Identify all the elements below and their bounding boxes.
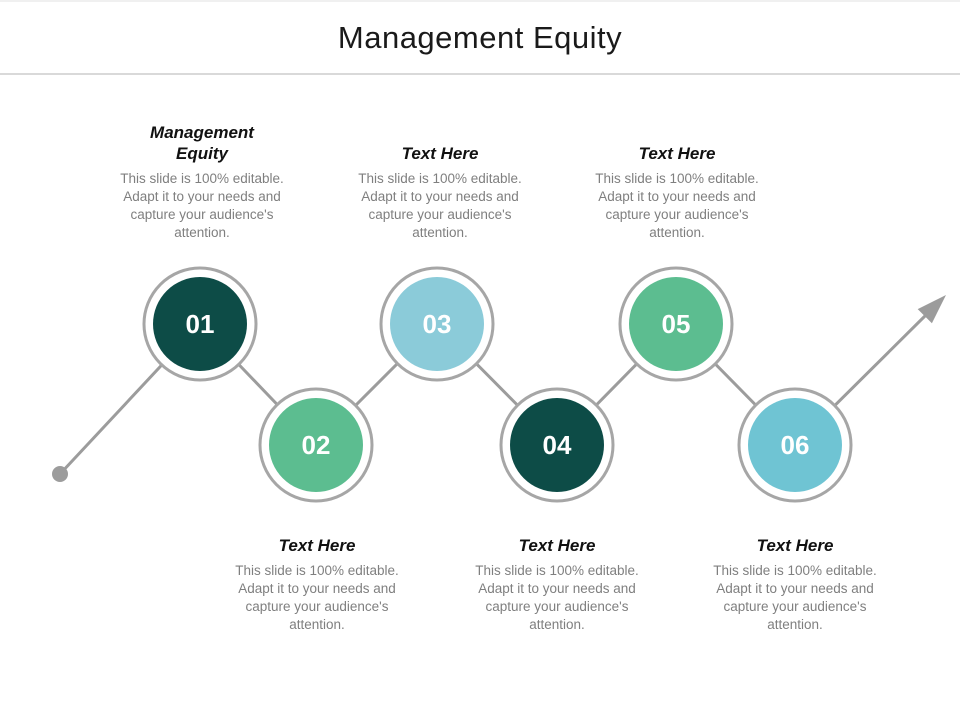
block-body: This slide is 100% editable. Adapt it to… xyxy=(475,563,639,632)
timeline-node-4: 04 xyxy=(499,387,615,503)
block-body: This slide is 100% editable. Adapt it to… xyxy=(713,563,877,632)
node-number: 06 xyxy=(781,430,810,460)
block-heading: Text Here xyxy=(638,144,716,163)
node-circle xyxy=(629,277,723,371)
timeline-node-2: 02 xyxy=(258,387,374,503)
timeline-node-6: 06 xyxy=(737,387,853,503)
node-number: 03 xyxy=(423,309,452,339)
text-block-top-3: Text Here This slide is 100% editable. A… xyxy=(582,114,772,242)
block-heading: Text Here xyxy=(518,536,596,555)
page-title: Management Equity xyxy=(337,20,623,55)
node-number: 01 xyxy=(186,309,215,339)
node-circle xyxy=(510,398,604,492)
text-block-bottom-2: Text Here This slide is 100% editable. A… xyxy=(462,532,652,634)
text-block-bottom-3: Text Here This slide is 100% editable. A… xyxy=(700,532,890,634)
text-block-top-2: Text Here This slide is 100% editable. A… xyxy=(345,114,535,242)
node-number: 05 xyxy=(662,309,691,339)
node-circle xyxy=(748,398,842,492)
node-circle xyxy=(153,277,247,371)
node-number: 02 xyxy=(302,430,331,460)
block-heading: Text Here xyxy=(756,536,834,555)
node-circle xyxy=(390,277,484,371)
text-block-bottom-1: Text Here This slide is 100% editable. A… xyxy=(222,532,412,634)
block-body: This slide is 100% editable. Adapt it to… xyxy=(235,563,399,632)
timeline-node-1: 01 xyxy=(142,266,258,382)
text-block-top-1: Management Equity This slide is 100% edi… xyxy=(107,114,297,242)
title-divider xyxy=(0,73,960,75)
arrowhead-icon xyxy=(917,295,946,324)
start-dot xyxy=(52,466,68,482)
block-heading: Text Here xyxy=(278,536,356,555)
node-number: 04 xyxy=(543,430,572,460)
timeline-node-3: 03 xyxy=(379,266,495,382)
block-heading: Text Here xyxy=(401,144,479,163)
block-body: This slide is 100% editable. Adapt it to… xyxy=(358,171,522,240)
node-circle xyxy=(269,398,363,492)
block-body: This slide is 100% editable. Adapt it to… xyxy=(595,171,759,240)
block-heading: Management Equity xyxy=(150,123,254,163)
timeline-node-5: 05 xyxy=(618,266,734,382)
block-body: This slide is 100% editable. Adapt it to… xyxy=(120,171,284,240)
